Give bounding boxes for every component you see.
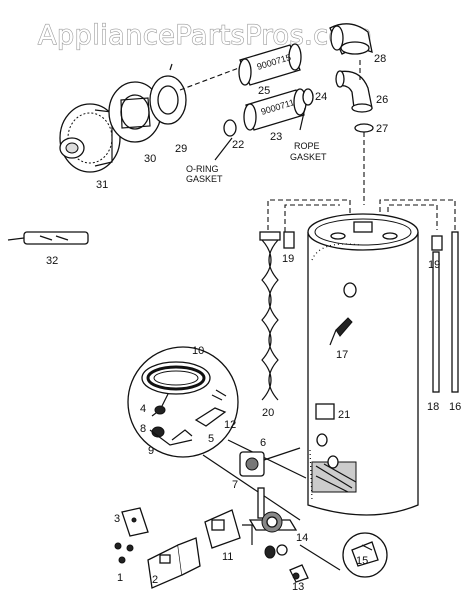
part-label-1: 1 <box>117 572 123 584</box>
part-label-24: 24 <box>315 91 327 103</box>
rope-gasket-label-line1: ROPE <box>294 141 320 151</box>
part-label-27: 27 <box>376 123 388 135</box>
part-label-8: 8 <box>140 423 146 435</box>
part-label-4: 4 <box>140 403 146 415</box>
part-label-16: 16 <box>449 401 461 413</box>
part-32-anode-rod <box>7 231 89 245</box>
part-label-14: 14 <box>296 532 308 544</box>
part-31-flue-baffle-cap <box>59 103 121 173</box>
part-6-gas-control-valve <box>239 447 301 477</box>
part-13-drain-valve <box>289 564 309 583</box>
part-28-elbow <box>329 23 373 55</box>
part-1-screws <box>114 542 134 564</box>
part-label-5: 5 <box>208 433 214 445</box>
part-11-outer-door <box>204 509 241 549</box>
part-14-pilot-fitting <box>264 544 288 559</box>
part-18-dip-tube <box>432 251 440 393</box>
part-21-label-plate <box>315 403 335 420</box>
part-27-rope-gasket <box>354 123 374 133</box>
part-22-oring <box>223 119 237 137</box>
part-2-inner-door <box>147 537 201 589</box>
part-23-vent-pipe: 9000711 <box>243 88 307 131</box>
part-label-2: 2 <box>152 574 158 586</box>
part-30-draft-ring <box>108 81 162 143</box>
part-label-21: 21 <box>338 409 350 421</box>
part-label-32: 32 <box>46 255 58 267</box>
part-label-30: 30 <box>144 153 156 165</box>
part-label-22: 22 <box>232 139 244 151</box>
part-label-12: 12 <box>224 419 236 431</box>
part-29-gasket <box>149 63 187 125</box>
part-label-7: 7 <box>232 479 238 491</box>
oring-gasket-label-line2: GASKET <box>186 174 223 184</box>
part-26-elbow <box>335 70 373 113</box>
part-label-9: 9 <box>148 445 154 457</box>
part-3-bracket <box>121 507 149 537</box>
part-label-6: 6 <box>260 437 266 449</box>
part-label-19-left: 19 <box>282 253 294 265</box>
part-label-26: 26 <box>376 94 388 106</box>
part-label-18: 18 <box>427 401 439 413</box>
part-label-11: 11 <box>222 551 233 563</box>
part-label-3: 3 <box>114 513 120 525</box>
part-20-flue-baffle <box>259 231 281 401</box>
part-19-nipple-left <box>283 231 295 249</box>
part-label-17: 17 <box>336 349 348 361</box>
part-15-detail <box>299 532 388 578</box>
part-label-10: 10 <box>192 345 204 357</box>
part-label-25: 25 <box>258 85 270 97</box>
oring-gasket-label-line1: O-RING <box>186 164 219 174</box>
part-label-28: 28 <box>374 53 386 65</box>
part-label-29: 29 <box>175 143 187 155</box>
part-label-23: 23 <box>270 131 282 143</box>
burner-detail-circle <box>127 346 239 458</box>
part-19-nipple-right <box>431 235 443 251</box>
part-label-15: 15 <box>356 555 368 567</box>
water-heater-tank <box>307 213 419 516</box>
part-24-oring <box>302 88 314 106</box>
part-17-relief-valve <box>329 317 353 346</box>
part-label-20: 20 <box>262 407 274 419</box>
part-25-vent-pipe: 9000715 <box>238 43 302 86</box>
watermark: AppliancePartsPros.com <box>38 20 372 51</box>
part-16-anode-rod <box>451 231 459 393</box>
part-label-13: 13 <box>292 581 304 593</box>
rope-gasket-label-line2: GASKET <box>290 152 327 162</box>
part-label-31: 31 <box>96 179 108 191</box>
part-label-19-right: 19 <box>428 259 440 271</box>
part-7-burner-assembly <box>242 487 298 545</box>
